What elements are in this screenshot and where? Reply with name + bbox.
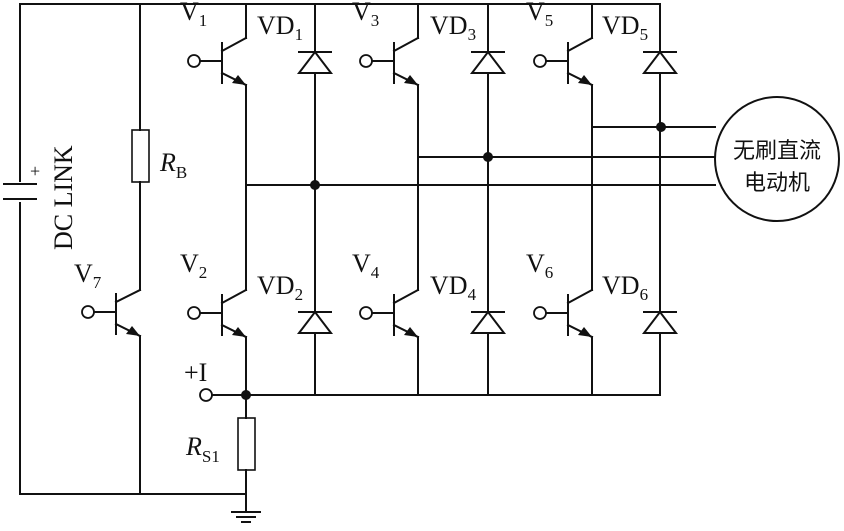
diode-vd2 (296, 184, 334, 396)
transistor-v6 (533, 288, 594, 339)
vd2-label: VD2 (257, 271, 303, 304)
v7-gate-terminal (81, 305, 95, 319)
v3-gate-terminal (359, 54, 373, 68)
bldc-motor (714, 96, 840, 222)
rs1-label: RS1 (185, 432, 220, 466)
transistor-v2 (187, 288, 248, 339)
diode-vd4 (469, 184, 507, 396)
v7-label: V7 (74, 259, 102, 292)
v6-gate-terminal (533, 306, 547, 320)
v1-label: V1 (180, 0, 207, 30)
v2-label: V2 (180, 249, 207, 282)
plus-i-terminal (199, 388, 213, 402)
cap-plus-label: + (30, 161, 40, 181)
vd6-label: VD6 (602, 271, 648, 304)
diode-vd6 (641, 184, 679, 396)
vd4-label: VD4 (430, 271, 477, 304)
v6-label: V6 (526, 249, 553, 282)
rs1-resistor (237, 394, 256, 513)
motor-label-line1: 无刷直流 (733, 139, 821, 164)
transistor-v3 (359, 3, 420, 87)
transistor-v4 (359, 288, 420, 339)
motor-label-line2: 电动机 (744, 171, 810, 196)
rb-label: RB (159, 148, 187, 182)
v3-label: V3 (352, 0, 379, 30)
node-phase-3 (656, 122, 666, 132)
v4-label: V4 (352, 249, 380, 282)
transistor-v5 (533, 3, 594, 87)
diode-vd5 (641, 3, 679, 186)
diode-vd1 (296, 3, 334, 186)
v5-label: V5 (526, 0, 553, 30)
vd3-label: VD3 (430, 11, 476, 44)
vd1-label: VD1 (257, 11, 303, 44)
node-phase-2 (483, 152, 493, 162)
vd5-label: VD5 (602, 11, 648, 44)
ground-icon (231, 511, 261, 523)
v4-gate-terminal (359, 306, 373, 320)
v2-gate-terminal (187, 306, 201, 320)
transistor-v1 (187, 3, 248, 87)
transistor-v7 (81, 288, 142, 495)
v1-gate-terminal (187, 54, 201, 68)
node-phase-1 (310, 180, 320, 190)
plus-i-label: +I (184, 358, 207, 387)
rb-resistor (131, 3, 150, 291)
v5-gate-terminal (533, 54, 547, 68)
dc-link-label: DC LINK (49, 145, 78, 250)
dc-link-capacitor (3, 182, 37, 202)
